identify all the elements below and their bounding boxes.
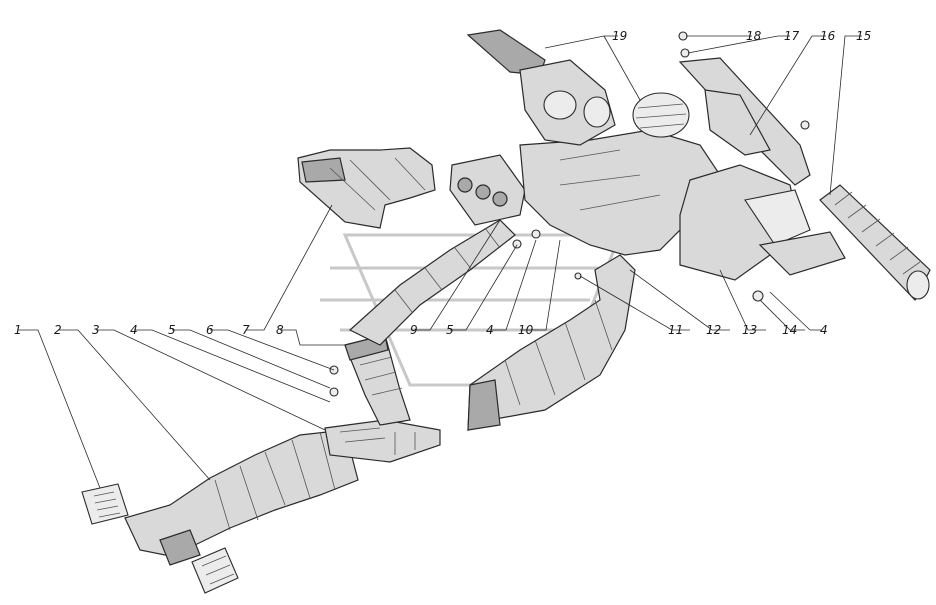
- part-heater-housing: [519, 129, 721, 256]
- callout-11: 11: [668, 323, 683, 337]
- callout-16: 16: [820, 29, 836, 43]
- callout-labels: 1 2 3 4 5 6 7 8 9 5 4 10 11 12 13 14 4 1…: [14, 29, 871, 337]
- part-2-air-duct: [124, 429, 359, 566]
- callout-14: 14: [782, 323, 797, 337]
- part-16-strap: [678, 57, 811, 186]
- part-10-curved-duct: [467, 254, 636, 431]
- callout-10: 10: [518, 323, 534, 337]
- callout-18: 18: [746, 29, 762, 43]
- part-7-vent-nozzle: [297, 147, 436, 229]
- callout-15: 15: [856, 29, 871, 43]
- part-1-grille: [81, 483, 129, 525]
- callout-17: 17: [784, 29, 800, 43]
- leader-lines: [18, 35, 862, 489]
- callout-5: 5: [168, 323, 176, 337]
- part-13-heater-box: [679, 164, 846, 281]
- control-panel: [449, 154, 526, 226]
- callout-7: 7: [242, 323, 250, 337]
- callout-19: 19: [612, 29, 627, 43]
- part-8-flex-duct: [344, 334, 411, 426]
- part-3-adapter: [324, 419, 441, 463]
- callout-5-second: 5: [446, 323, 454, 337]
- callout-13: 13: [742, 323, 757, 337]
- part-9-diagonal-duct: [348, 219, 516, 346]
- callout-4-second: 4: [486, 323, 494, 337]
- callout-2: 2: [54, 323, 62, 337]
- callout-4: 4: [130, 323, 138, 337]
- callout-8: 8: [276, 323, 284, 337]
- callout-6: 6: [206, 323, 214, 337]
- callout-12: 12: [706, 323, 721, 337]
- callout-3: 3: [92, 323, 100, 337]
- part-2-nozzle: [191, 547, 239, 594]
- part-19-fan: [466, 29, 616, 146]
- part-15-flex-hose: [819, 184, 931, 302]
- part-filter-cylinder: [632, 92, 690, 138]
- callout-1: 1: [14, 323, 22, 337]
- callout-4-third: 4: [820, 323, 828, 337]
- callout-9: 9: [410, 323, 418, 337]
